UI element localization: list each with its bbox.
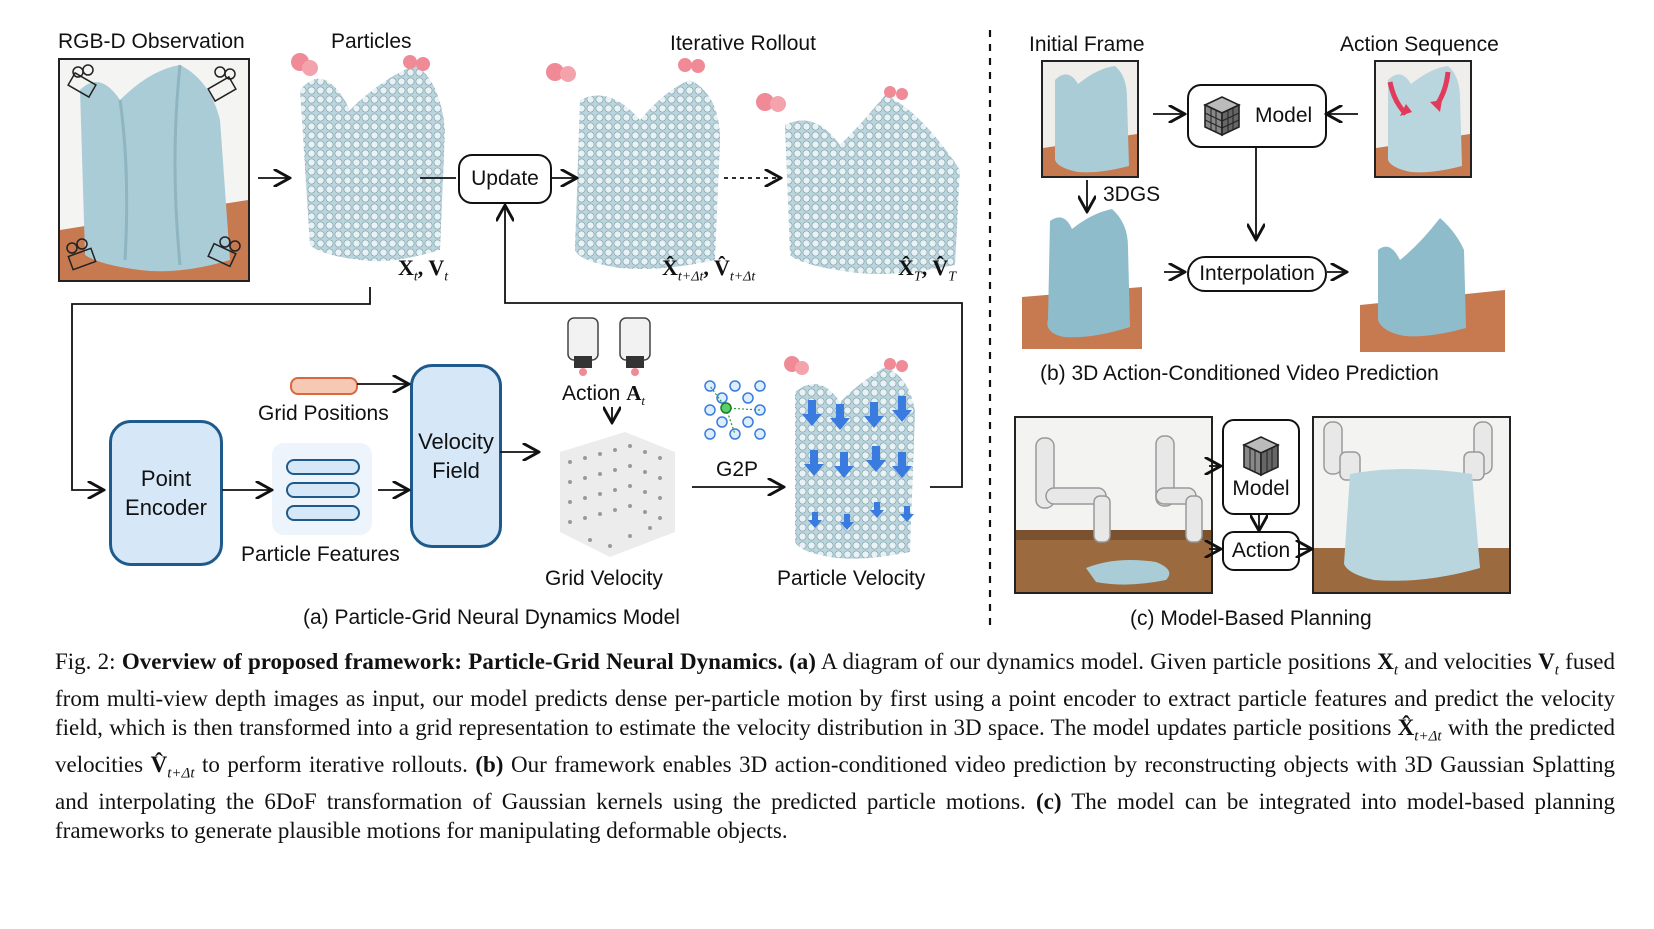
g2p-icon [704,380,766,440]
grid-velocity-label: Grid Velocity [545,567,663,590]
robot-arm-icon [1314,421,1509,592]
panel-a-caption: (a) Particle-Grid Neural Dynamics Model [303,606,680,629]
iterative-rollout-label: Iterative Rollout [670,32,816,55]
action-sequence-label: Action Sequence [1340,33,1499,56]
particle-velocity-label: Particle Velocity [777,567,926,590]
panel-b-caption: (b) 3D Action-Conditioned Video Predicti… [1040,362,1439,385]
rgbd-observation-image [58,58,250,282]
initial-frame-label: Initial Frame [1029,33,1145,56]
3dgs-image [1022,207,1142,349]
robot-arm-icon [1016,435,1211,592]
rgbd-observation-label: RGB-D Observation [58,30,245,53]
interpolation-box: Interpolation [1187,256,1327,292]
xt-dt-label: X̂t+Δt, V̂t+Δt [662,255,756,285]
xT-label: X̂T, V̂T [898,255,956,285]
model-box-b: Model [1187,84,1327,148]
g2p-label: G2P [716,458,759,481]
grid-positions-pill [290,377,358,395]
xt-vt-label: Xt, Vt [398,255,449,285]
particle-velocity-cloud [784,356,915,559]
robot-scene-result-image [1312,416,1511,594]
action-sequence-image [1374,60,1472,178]
particle-features-label: Particle Features [241,543,400,566]
3dgs-label: 3DGS [1103,183,1161,206]
camera-icon [66,64,241,271]
gripper-icon [567,317,651,376]
particle-clouds [291,53,960,274]
panel-c-caption: (c) Model-Based Planning [1130,607,1372,630]
figure-caption: Fig. 2: Overview of proposed framework: … [55,649,1616,843]
grid-positions-label: Grid Positions [258,402,389,425]
particle-features-icon [272,443,372,535]
cube-model-icon [1203,96,1241,137]
predicted-3d-image [1360,210,1505,352]
action-label: Action At [562,381,646,409]
particles-label: Particles [331,30,412,53]
initial-frame-image [1041,60,1139,178]
particle-arrow-icon [802,396,914,530]
update-box: Update [458,154,552,204]
robot-scene-start-image [1014,416,1213,594]
cube-model-icon [1242,436,1280,477]
model-box-c: Model [1222,419,1300,515]
grid-velocity-cube [560,432,675,557]
